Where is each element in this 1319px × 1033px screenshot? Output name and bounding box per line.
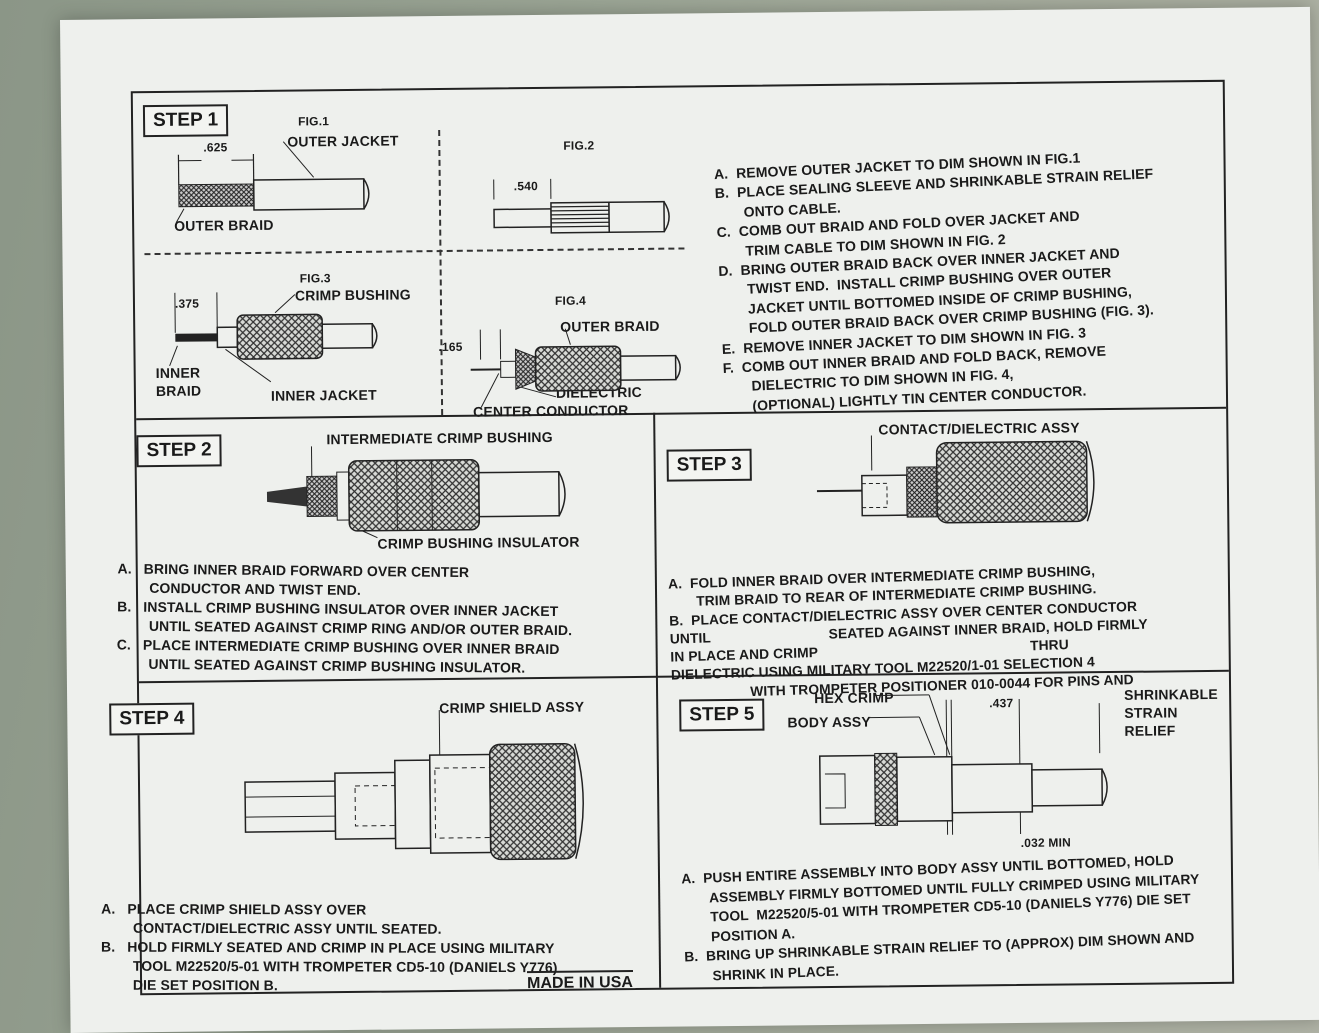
step5-connector-drawing <box>818 694 1108 835</box>
fig3-cable-drawing <box>169 292 378 383</box>
fig2-title: FIG.2 <box>563 138 595 153</box>
fig1-title: FIG.1 <box>298 114 330 129</box>
instruction-sheet: STEP 1 FIG.1 .625 OUTER JACKET OUTER BRA… <box>60 6 1319 1033</box>
made-in-usa: MADE IN USA <box>526 970 633 994</box>
step1-title: STEP 1 <box>142 104 229 138</box>
divider-vertical <box>653 412 662 988</box>
step3-connector-drawing <box>816 435 1095 524</box>
fig1-cable-drawing <box>175 141 370 224</box>
step3-title: STEP 3 <box>666 448 753 482</box>
step2-title: STEP 2 <box>136 434 222 468</box>
divider-step1 <box>136 406 1227 421</box>
step2-connector-drawing <box>266 446 566 539</box>
fig4-cable-drawing <box>470 328 681 408</box>
fig3-title: FIG.3 <box>299 271 331 286</box>
step4-title: STEP 4 <box>109 702 195 736</box>
step4-line-b2: TOOL M22520/5-01 WITH TROMPETER CD5-10 (… <box>100 957 558 976</box>
fig-divider-v <box>438 130 444 416</box>
fig3-inner-jacket-label: INNER JACKET <box>270 386 377 404</box>
step2-instructions: A. BRING INNER BRAID FORWARD OVER CENTER… <box>116 559 573 678</box>
instruction-frame: STEP 1 FIG.1 .625 OUTER JACKET OUTER BRA… <box>101 79 1235 996</box>
fig4-title: FIG.4 <box>554 293 587 308</box>
step4-instructions: A. PLACE CRIMP SHIELD ASSY OVER CONTACT/… <box>101 900 558 997</box>
step4-line-a2: CONTACT/DIELECTRIC ASSY UNTIL SEATED. <box>101 919 442 937</box>
step4-line-b: B. HOLD FIRMLY SEATED AND CRIMP IN PLACE… <box>101 938 555 957</box>
step4-line-b3: DIE SET POSITION B. <box>100 976 278 994</box>
fig4-dim: .165 <box>438 339 463 355</box>
step5-instructions: A. PUSH ENTIRE ASSEMBLY INTO BODY ASSY U… <box>681 850 1203 987</box>
fig-divider-h <box>144 247 685 256</box>
fig2-cable-drawing <box>493 178 670 234</box>
step1-instructions: A. REMOVE OUTER JACKET TO DIM SHOWN IN F… <box>714 145 1164 417</box>
step4-connector-drawing <box>244 710 584 861</box>
step4-line-a: A. PLACE CRIMP SHIELD ASSY OVER <box>101 900 367 918</box>
step2-line-c2: UNTIL SEATED AGAINST CRIMP BUSHING INSUL… <box>116 655 526 676</box>
step3-instructions: A. FOLD INNER BRAID OVER INTERMEDIATE CR… <box>668 561 1150 704</box>
step5-title: STEP 5 <box>679 698 765 732</box>
